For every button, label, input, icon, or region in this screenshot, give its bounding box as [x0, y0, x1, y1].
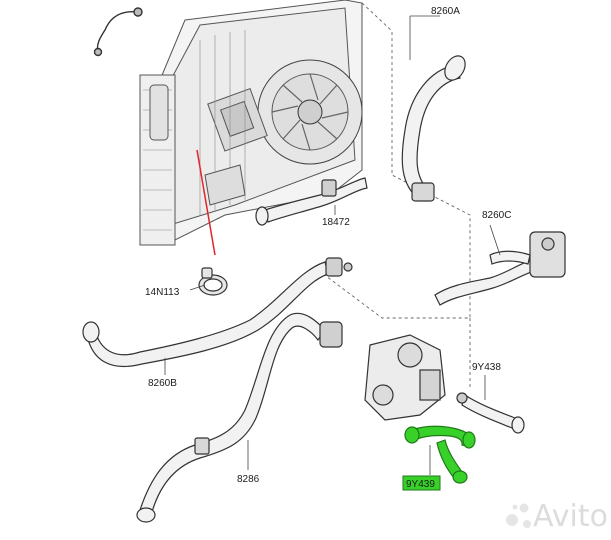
- avito-watermark: Avito: [506, 499, 608, 534]
- thermostat-housing: [364, 334, 446, 421]
- hose-8260C: [434, 231, 566, 306]
- label-14N113: 14N113: [145, 287, 180, 298]
- hose-9Y439-highlighted: [404, 425, 476, 484]
- avito-dots-icon: [506, 503, 531, 528]
- leader-lines: [164, 15, 501, 475]
- hose-8260B: [82, 257, 353, 368]
- part-labels: 8260A 18472 8260C 14N113 8260B 9Y438 828…: [145, 6, 511, 491]
- hose-8260A: [401, 55, 466, 202]
- label-8260C: 8260C: [482, 210, 511, 221]
- hose-8286: [136, 312, 343, 523]
- label-9Y438: 9Y438: [472, 362, 501, 373]
- clip-14N113: [198, 267, 228, 296]
- zone-boundaries: [317, 2, 471, 390]
- hose-9Y438: [456, 392, 525, 434]
- label-9Y439-box: [402, 475, 441, 491]
- label-8260B: 8260B: [148, 378, 177, 389]
- label-8260A: 8260A: [431, 6, 460, 17]
- label-18472: 18472: [322, 217, 350, 228]
- red-pointer-line: [196, 149, 216, 256]
- label-9Y439: 9Y439: [406, 479, 435, 490]
- radiator-assembly: [139, 0, 363, 246]
- avito-logo-text: Avito: [533, 499, 608, 534]
- vacuum-hose: [93, 7, 143, 57]
- hose-18472: [255, 177, 368, 226]
- label-8286: 8286: [237, 474, 260, 485]
